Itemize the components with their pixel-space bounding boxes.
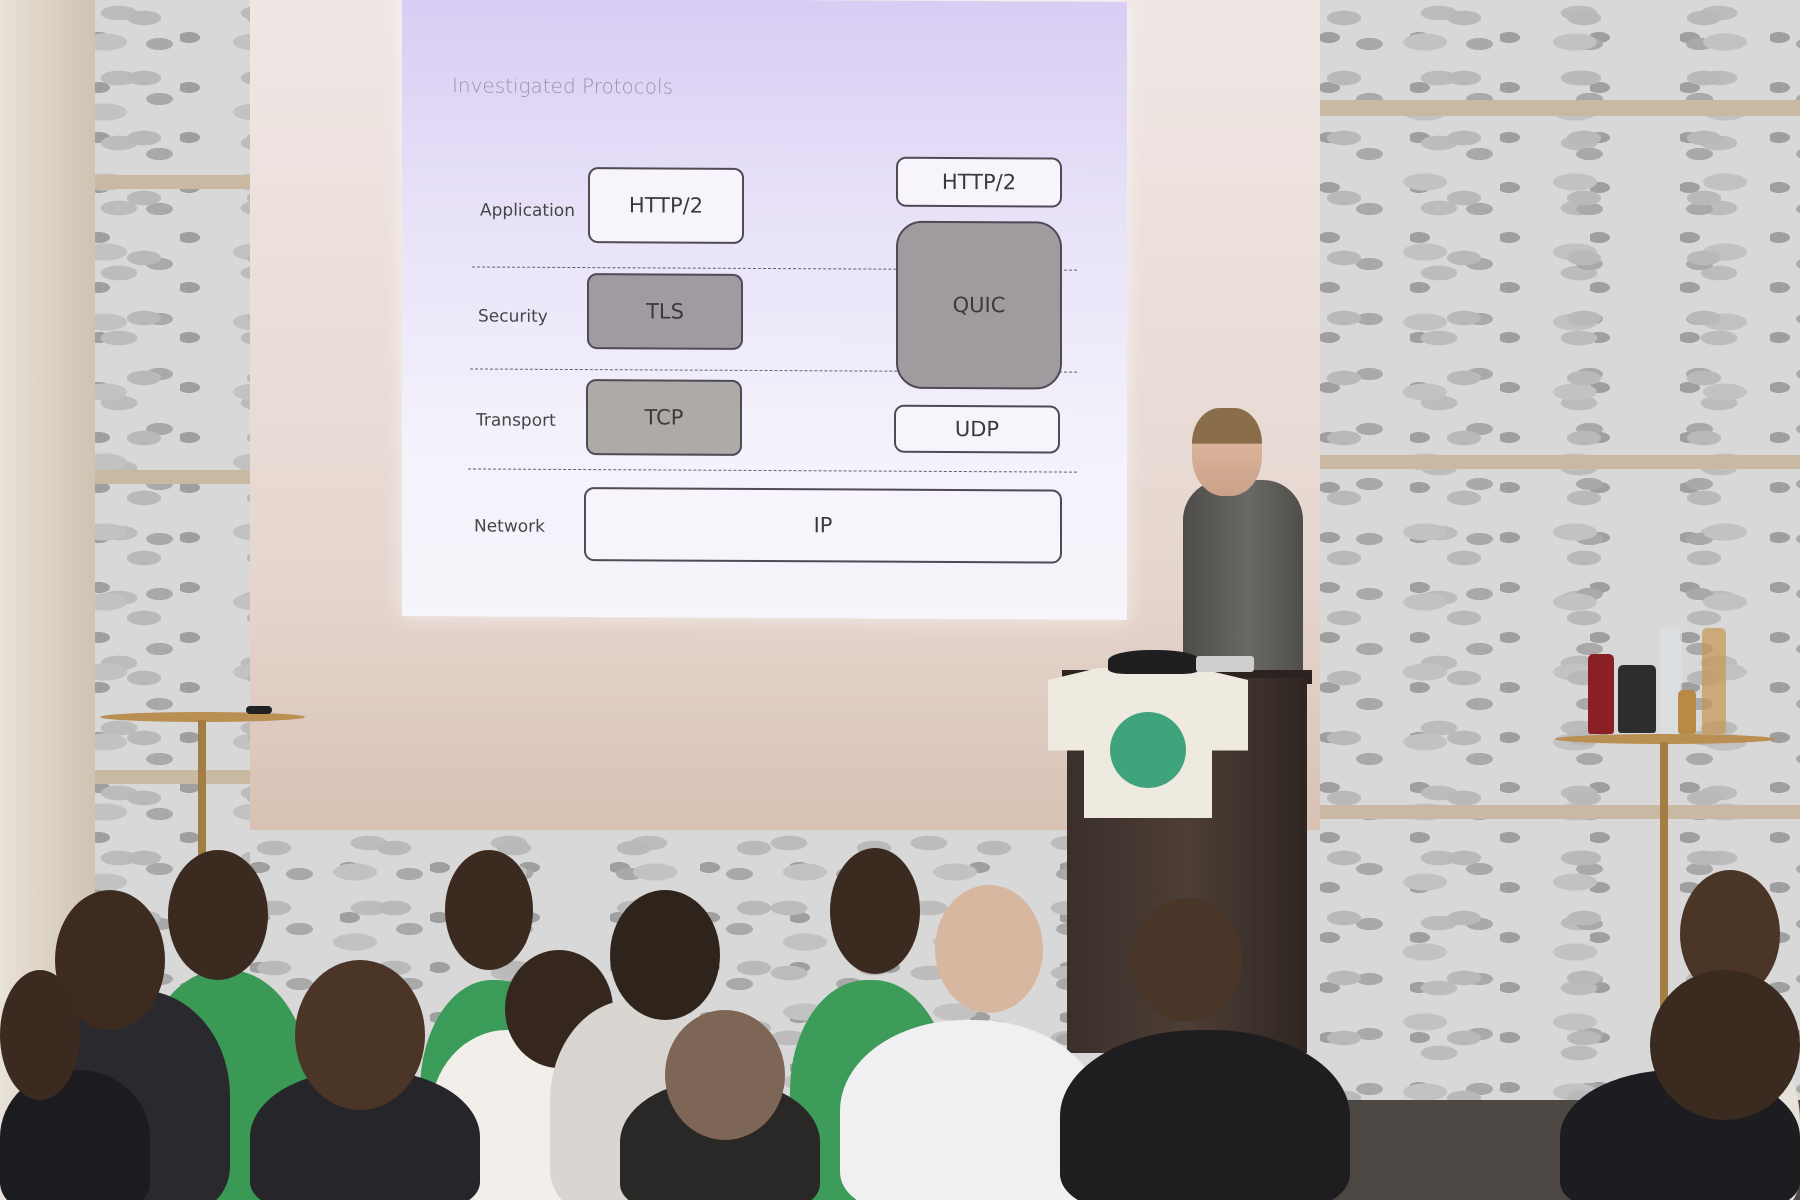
ip-box: IP (584, 487, 1062, 564)
layer-divider (468, 468, 1077, 473)
audience-head (445, 850, 533, 970)
audience-head (610, 890, 720, 1020)
slide-title: Investigated Protocols (452, 73, 674, 99)
presenter-hoodie (1183, 480, 1303, 680)
table-leg (198, 720, 206, 860)
http2-box-right: HTTP/2 (896, 156, 1062, 208)
layer-label-transport: Transport (476, 410, 556, 431)
dark-container (1618, 665, 1656, 733)
audience (0, 830, 1800, 1200)
audience-head (0, 970, 80, 1100)
quic-box: QUIC (896, 220, 1062, 390)
water-bottle (1660, 628, 1682, 734)
table-leg (1660, 742, 1668, 1132)
audience-head (830, 848, 920, 974)
high-table-right (1555, 734, 1775, 744)
high-table-left (100, 712, 305, 722)
layer-label-application: Application (480, 200, 575, 222)
tcp-box: TCP (586, 379, 742, 456)
juice-bottle (1702, 628, 1726, 734)
layer-label-network: Network (474, 516, 545, 537)
laptop (1196, 656, 1254, 672)
audience-head (168, 850, 268, 980)
layer-label-security: Security (478, 306, 548, 327)
window-mullion (95, 770, 250, 784)
audience-head (1132, 898, 1242, 1022)
udp-box: UDP (894, 404, 1060, 454)
http2-box-left: HTTP/2 (588, 167, 744, 244)
audience-member (1060, 1030, 1350, 1200)
audience-head (1650, 970, 1800, 1120)
window-mullion (95, 470, 250, 484)
window-mullion (1320, 455, 1800, 469)
presenter-head (1192, 408, 1262, 496)
audience-head (665, 1010, 785, 1140)
captain-cap (1108, 650, 1200, 674)
audience-head (935, 885, 1043, 1013)
audience-head (295, 960, 425, 1110)
window-mullion (1320, 100, 1800, 116)
audience-member (840, 1020, 1100, 1200)
small-bottle (1678, 690, 1696, 734)
projected-slide: Investigated Protocols Application Secur… (402, 0, 1127, 620)
tshirt-logo (1110, 712, 1186, 788)
tls-box: TLS (587, 273, 743, 350)
red-thermos (1588, 654, 1614, 734)
window-mullion (1320, 805, 1800, 819)
window-mullion (95, 175, 250, 189)
presentation-remote (246, 706, 272, 714)
